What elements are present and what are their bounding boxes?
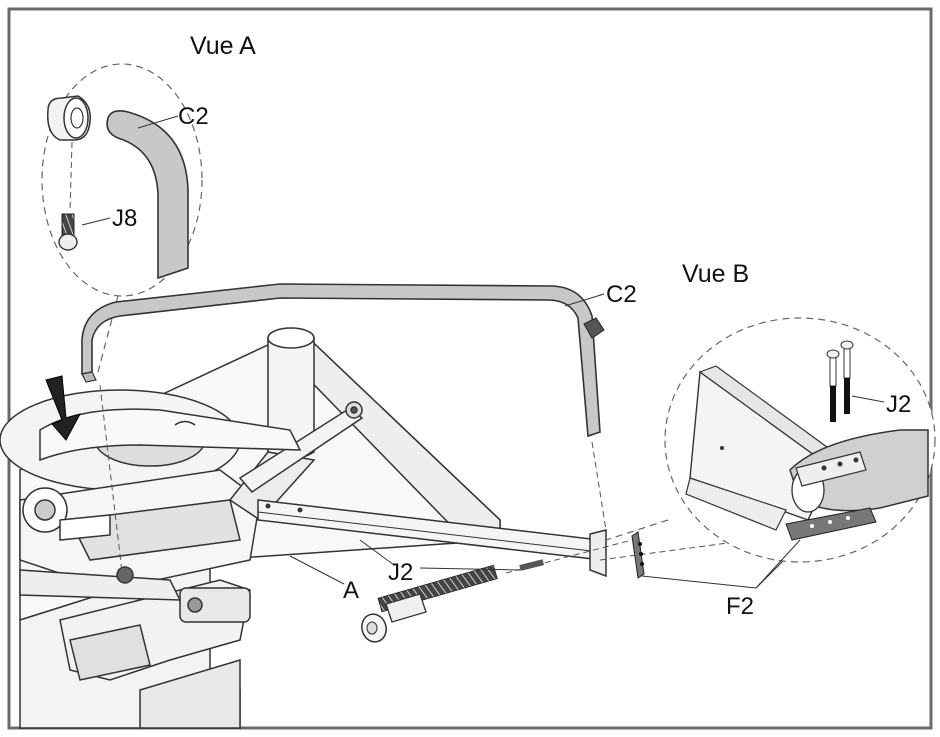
label-f2: F2 bbox=[726, 593, 754, 620]
view-b-title: Vue B bbox=[682, 260, 749, 288]
stabilizer-beam bbox=[257, 499, 607, 578]
j2-screws-view-b bbox=[826, 340, 854, 422]
handlebar-c2 bbox=[81, 283, 605, 438]
label-j2-view-b: J2 bbox=[886, 391, 911, 418]
view-a-ellipse bbox=[41, 63, 203, 297]
bushing-part bbox=[47, 95, 91, 141]
view-a-tube-c2 bbox=[106, 110, 189, 280]
label-c2-view-a: C2 bbox=[178, 103, 209, 130]
label-j8: J8 bbox=[112, 205, 137, 232]
view-a-title: Vue A bbox=[190, 32, 256, 60]
leader-c2-main bbox=[564, 293, 605, 307]
spacer-part bbox=[519, 559, 545, 571]
machine-base bbox=[0, 327, 501, 729]
j8-screw bbox=[58, 213, 78, 251]
plate-f2-small bbox=[631, 531, 645, 579]
label-j2-main: J2 bbox=[388, 559, 413, 586]
label-c2-main: C2 bbox=[606, 281, 637, 308]
bolt-j2 bbox=[361, 564, 498, 643]
view-a-callout: Vue A C2 J8 bbox=[41, 32, 256, 373]
press-down-arrow-icon bbox=[45, 375, 82, 441]
view-b-callout: Vue B J2 bbox=[605, 260, 936, 589]
label-a: A bbox=[343, 577, 359, 604]
